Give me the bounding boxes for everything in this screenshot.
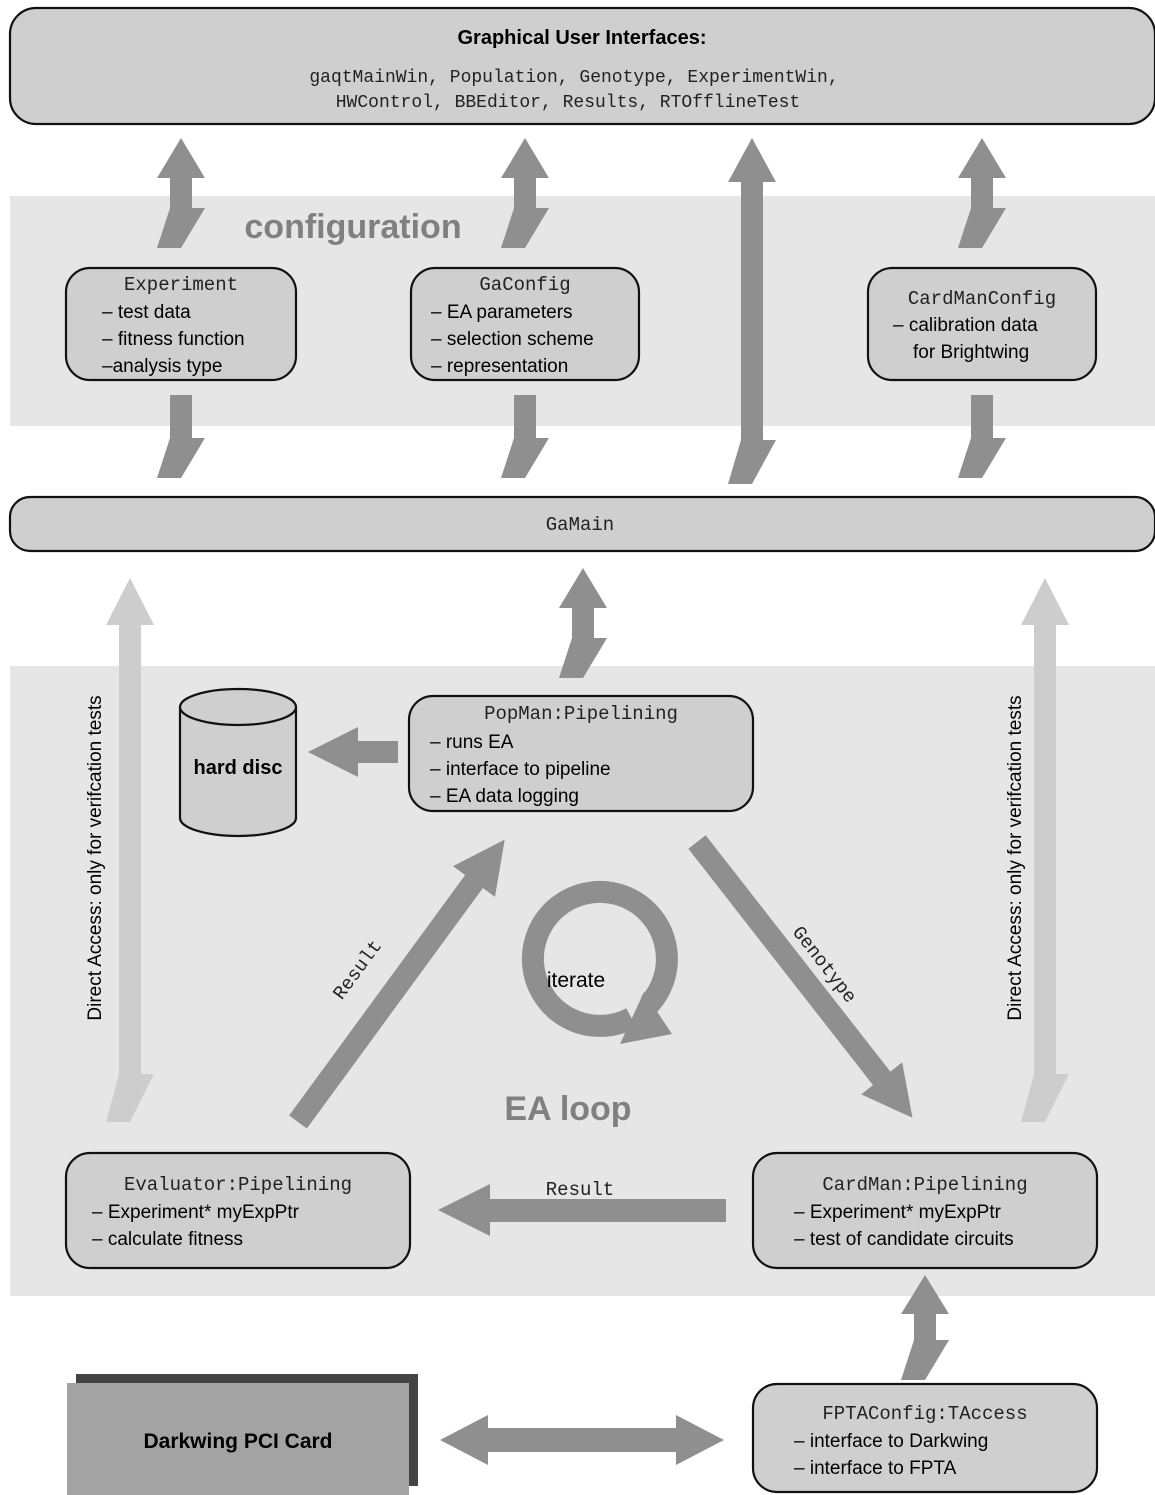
experiment-item-1: – test data — [102, 302, 191, 323]
popman-name: PopMan:Pipelining — [484, 703, 678, 725]
gui-line-2: HWControl, BBEditor, Results, RTOfflineT… — [336, 93, 800, 113]
hard-disc: hard disc — [178, 687, 298, 838]
evaluator-name: Evaluator:Pipelining — [124, 1174, 352, 1196]
arrow-gaconfig-gamain — [501, 395, 549, 478]
arrow-cardmanconfig-gamain — [958, 395, 1006, 478]
cardmanconfig-name: CardManConfig — [908, 288, 1056, 310]
arrow-cardman-evaluator — [438, 1184, 726, 1236]
direct-access-right-label: Direct Access: only for verifcation test… — [1005, 695, 1026, 1020]
popman-item-3: – EA data logging — [430, 786, 579, 807]
arrow-gui-gamain — [728, 138, 776, 484]
cardman-box: CardMan:Pipelining – Experiment* myExpPt… — [751, 1151, 1099, 1270]
iterate-arrow — [521, 880, 678, 1044]
arrow-result-left-label: Result — [546, 1179, 614, 1201]
arrow-evaluator-popman — [289, 839, 505, 1129]
arrow-direct-access-left — [106, 578, 154, 1122]
darkwing-label: Darkwing PCI Card — [143, 1430, 332, 1453]
ea-loop-label: EA loop — [504, 1090, 631, 1128]
gaconfig-item-1: – EA parameters — [431, 302, 573, 323]
arrow-gamain-popman — [559, 568, 607, 678]
experiment-item-3: –analysis type — [102, 356, 222, 377]
gaconfig-name: GaConfig — [479, 274, 570, 296]
arrow-popman-cardman — [688, 835, 913, 1118]
direct-access-left-label: Direct Access: only for verifcation test… — [85, 695, 106, 1020]
experiment-item-2: – fitness function — [102, 329, 245, 350]
arrow-gui-experiment — [157, 138, 205, 248]
configuration-label: configuration — [244, 208, 461, 246]
gui-box: Graphical User Interfaces: gaqtMainWin, … — [8, 6, 1155, 126]
fptaconfig-box: FPTAConfig:TAccess – interface to Darkwi… — [751, 1382, 1099, 1494]
experiment-name: Experiment — [124, 274, 238, 296]
gaconfig-box: GaConfig – EA parameters – selection sch… — [409, 266, 641, 382]
cardmanconfig-box: CardManConfig – calibration data for Bri… — [866, 266, 1098, 382]
evaluator-item-1: – Experiment* myExpPtr — [92, 1202, 300, 1223]
arrow-direct-access-right — [1021, 578, 1069, 1122]
fptaconfig-name: FPTAConfig:TAccess — [822, 1403, 1027, 1425]
experiment-box: Experiment – test data – fitness functio… — [64, 266, 298, 382]
evaluator-box: Evaluator:Pipelining – Experiment* myExp… — [64, 1151, 412, 1270]
darkwing-card: Darkwing PCI Card — [67, 1374, 418, 1495]
arrow-darkwing-fptaconfig — [440, 1415, 724, 1465]
gaconfig-item-3: – representation — [431, 356, 568, 377]
iterate-label: iterate — [547, 969, 605, 992]
arrow-cardman-fptaconfig — [901, 1275, 949, 1380]
fptaconfig-item-2: – interface to FPTA — [794, 1458, 957, 1479]
hard-disc-label: hard disc — [194, 757, 283, 779]
cardmanconfig-item-2: for Brightwing — [913, 342, 1029, 363]
cardman-item-2: – test of candidate circuits — [794, 1229, 1014, 1250]
arrow-popman-harddisc — [308, 727, 398, 777]
arrow-experiment-gamain — [157, 395, 205, 478]
arrow-gui-cardmanconfig — [958, 138, 1006, 248]
cardman-name: CardMan:Pipelining — [822, 1174, 1027, 1196]
gamain-box: GaMain — [8, 495, 1155, 553]
evaluator-item-2: – calculate fitness — [92, 1229, 243, 1250]
fptaconfig-item-1: – interface to Darkwing — [794, 1431, 988, 1452]
popman-item-1: – runs EA — [430, 732, 514, 753]
popman-item-2: – interface to pipeline — [430, 759, 611, 780]
popman-box: PopMan:Pipelining – runs EA – interface … — [407, 694, 755, 813]
gamain-name: GaMain — [546, 514, 614, 536]
arrow-gui-gaconfig — [501, 138, 549, 248]
gaconfig-item-2: – selection scheme — [431, 329, 594, 350]
gui-line-1: gaqtMainWin, Population, Genotype, Exper… — [309, 68, 838, 88]
cardmanconfig-item-1: – calibration data — [893, 315, 1038, 336]
cardman-item-1: – Experiment* myExpPtr — [794, 1202, 1002, 1223]
gui-title: Graphical User Interfaces: — [458, 27, 707, 49]
